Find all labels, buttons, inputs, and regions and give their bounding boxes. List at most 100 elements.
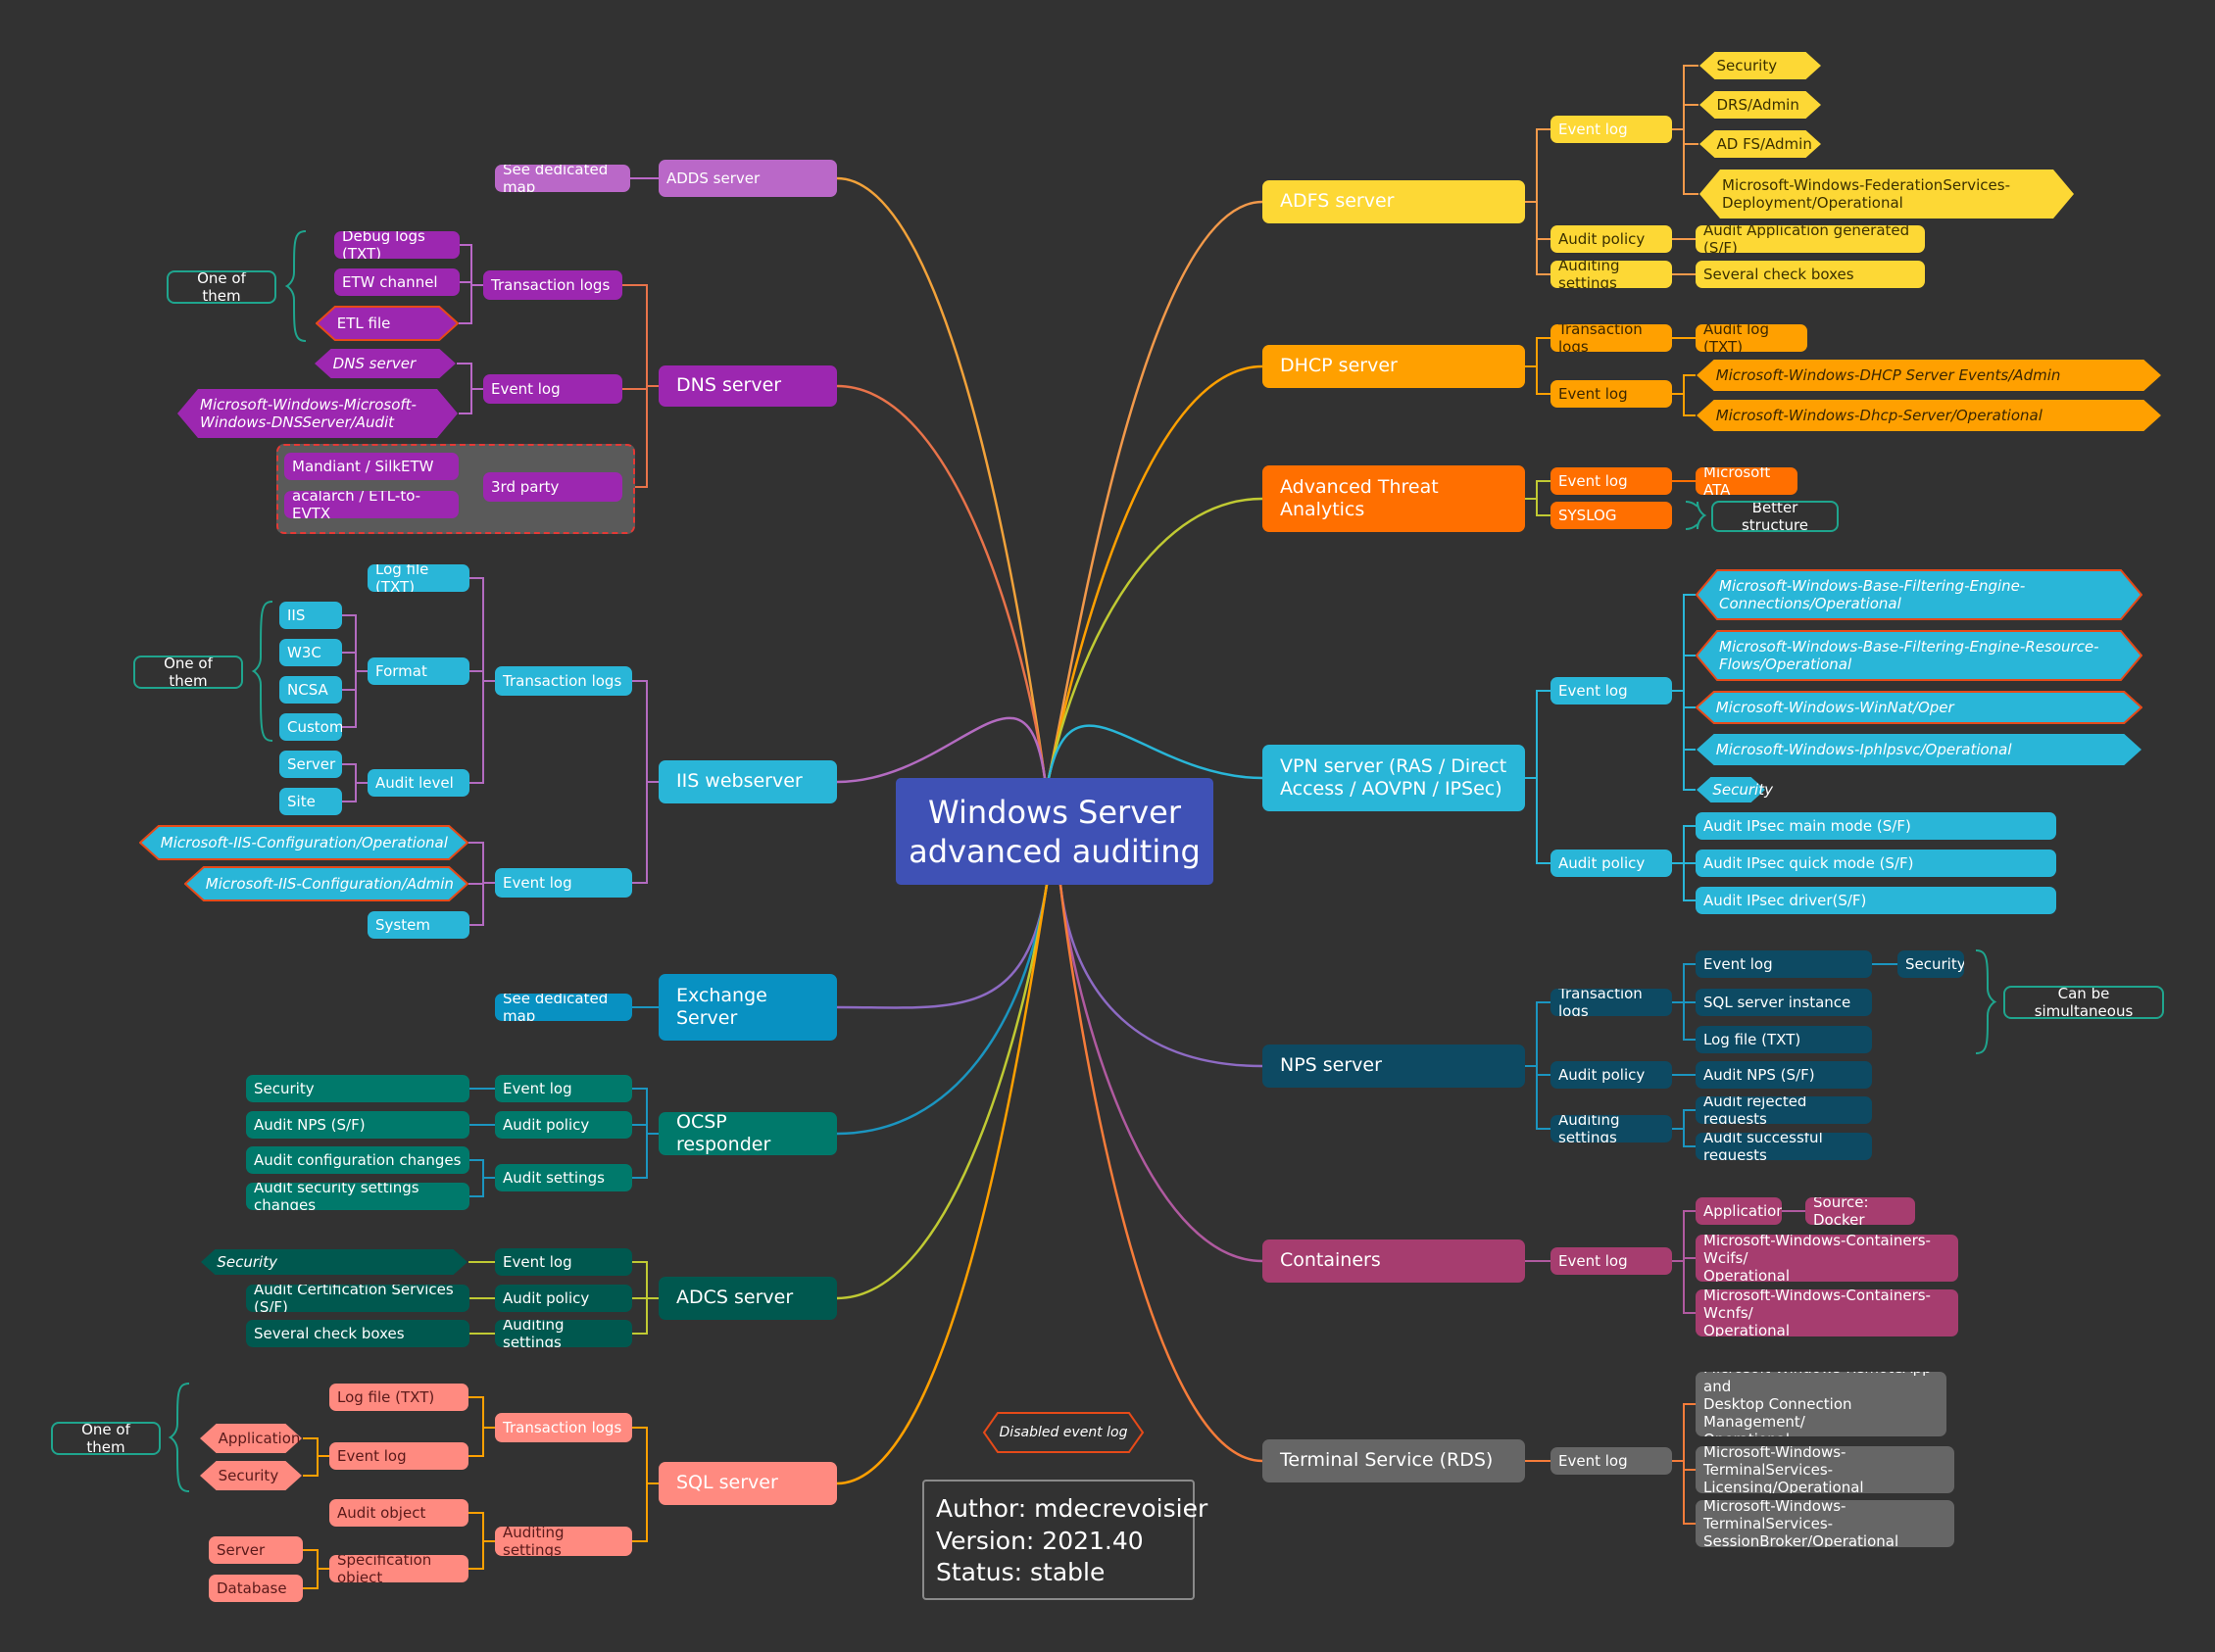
adcs-security[interactable]: Security [200, 1248, 468, 1276]
vpn-bfe-resource[interactable]: Microsoft-Windows-Base-Filtering-Engine-… [1696, 630, 2142, 681]
adfs-server[interactable]: ADFS server [1262, 180, 1525, 223]
nps-transaction-logs[interactable]: Transaction logs [1550, 989, 1672, 1016]
rds-licensing[interactable]: Microsoft-Windows-TerminalServices- Lice… [1696, 1446, 1954, 1493]
dns-one-of-them[interactable]: One of them [167, 270, 276, 304]
adds-server[interactable]: ADDS server [659, 160, 837, 197]
iis-admin[interactable]: Microsoft-IIS-Configuration/Admin [184, 866, 468, 901]
dns-etw-channel[interactable]: ETW channel [334, 268, 460, 296]
adfs-security[interactable]: Security [1698, 51, 1822, 80]
adcs-check-boxes[interactable]: Several check boxes [246, 1320, 469, 1347]
nps-server[interactable]: NPS server [1262, 1045, 1525, 1088]
dns-server[interactable]: DNS server [659, 365, 837, 407]
ata-microsoft-ata[interactable]: Microsoft ATA [1696, 467, 1797, 495]
adcs-audit-cert[interactable]: Audit Certification Services (S/F) [246, 1285, 469, 1312]
rds-server[interactable]: Terminal Service (RDS) [1262, 1439, 1525, 1482]
ocsp-audit-nps[interactable]: Audit NPS (S/F) [246, 1111, 469, 1139]
dhcp-transaction-logs[interactable]: Transaction logs [1550, 324, 1672, 352]
iis-webserver[interactable]: IIS webserver [659, 760, 837, 803]
ocsp-audit-settings[interactable]: Audit settings [495, 1164, 632, 1191]
containers-wcifs[interactable]: Microsoft-Windows-Containers-Wcifs/ Oper… [1696, 1235, 1958, 1282]
dhcp-event-log[interactable]: Event log [1550, 380, 1672, 408]
dns-debug-logs[interactable]: Debug logs (TXT) [334, 231, 460, 259]
dns-dns-server[interactable]: DNS server [314, 348, 457, 379]
adfs-federation[interactable]: Microsoft-Windows-FederationServices- De… [1698, 169, 2075, 219]
ocsp-config-changes[interactable]: Audit configuration changes [246, 1146, 469, 1174]
sql-server[interactable]: SQL server [659, 1462, 837, 1505]
iis-server[interactable]: Server [279, 751, 342, 778]
adcs-auditing-settings[interactable]: Auditing settings [495, 1320, 632, 1347]
adfs-drs-admin[interactable]: DRS/Admin [1698, 90, 1822, 120]
central-topic[interactable]: Windows Server advanced auditing [896, 778, 1213, 885]
iis-system[interactable]: System [368, 911, 469, 939]
vpn-ipsec-main[interactable]: Audit IPsec main mode (S/F) [1696, 812, 2056, 840]
vpn-ipsec-driver[interactable]: Audit IPsec driver(S/F) [1696, 887, 2056, 914]
dns-transaction-logs[interactable]: Transaction logs [483, 270, 622, 300]
ocsp-responder[interactable]: OCSP responder [659, 1112, 837, 1155]
rds-remoteapp[interactable]: Microsoft-Windows-RemoteApp and Desktop … [1696, 1372, 1946, 1436]
containers-event-log[interactable]: Event log [1550, 1247, 1672, 1275]
sql-spec-object[interactable]: Specification object [329, 1555, 468, 1582]
dns-etl-to-evtx[interactable]: acalarch / ETL-to-EVTX [284, 491, 459, 518]
sql-transaction-logs[interactable]: Transaction logs [495, 1413, 632, 1442]
sql-spec-database[interactable]: Database [209, 1575, 303, 1602]
sql-spec-server[interactable]: Server [209, 1536, 303, 1564]
sql-auditing-settings[interactable]: Auditing settings [495, 1527, 632, 1556]
sql-one-of-them[interactable]: One of them [51, 1422, 161, 1455]
ocsp-security[interactable]: Security [246, 1075, 469, 1102]
sql-application[interactable]: Application [199, 1423, 303, 1454]
exchange-dedicated-map[interactable]: See dedicated map [495, 994, 632, 1021]
vpn-audit-policy[interactable]: Audit policy [1550, 850, 1672, 877]
vpn-ipsec-quick[interactable]: Audit IPsec quick mode (S/F) [1696, 850, 2056, 877]
adfs-audit-app[interactable]: Audit Application generated (S/F) [1696, 225, 1925, 253]
containers-source-docker[interactable]: Source: Docker [1805, 1197, 1915, 1225]
iis-iis[interactable]: IIS [279, 602, 342, 629]
nps-auditing-settings[interactable]: Auditing settings [1550, 1115, 1672, 1142]
iis-ncsa[interactable]: NCSA [279, 676, 342, 704]
dns-event-log[interactable]: Event log [483, 374, 622, 404]
vpn-event-log[interactable]: Event log [1550, 677, 1672, 705]
ata-server[interactable]: Advanced Threat Analytics [1262, 465, 1525, 532]
vpn-iphlpsvc[interactable]: Microsoft-Windows-Iphlpsvc/Operational [1696, 733, 2142, 766]
containers[interactable]: Containers [1262, 1239, 1525, 1283]
ocsp-audit-policy[interactable]: Audit policy [495, 1111, 632, 1139]
adds-dedicated-map[interactable]: See dedicated map [495, 165, 630, 192]
dns-etl-file[interactable]: ETL file [316, 306, 459, 341]
iis-one-of-them[interactable]: One of them [133, 656, 243, 689]
sql-event-log[interactable]: Event log [329, 1442, 468, 1470]
nps-audit-policy[interactable]: Audit policy [1550, 1061, 1672, 1089]
sql-security[interactable]: Security [199, 1460, 303, 1491]
dhcp-audit-log[interactable]: Audit log (TXT) [1696, 324, 1807, 352]
vpn-security[interactable]: Security [1696, 776, 1773, 803]
dns-third-party[interactable]: 3rd party [483, 472, 622, 502]
sql-audit-object[interactable]: Audit object [329, 1499, 468, 1527]
iis-format[interactable]: Format [368, 657, 469, 685]
ata-event-log[interactable]: Event log [1550, 467, 1672, 495]
nps-audit-nps[interactable]: Audit NPS (S/F) [1696, 1061, 1872, 1089]
adfs-event-log[interactable]: Event log [1550, 116, 1672, 143]
exchange-server[interactable]: Exchange Server [659, 974, 837, 1041]
ata-better-structure[interactable]: Better structure [1711, 501, 1839, 532]
nps-successful[interactable]: Audit successful requests [1696, 1133, 1872, 1160]
iis-log-file[interactable]: Log file (TXT) [368, 564, 469, 592]
nps-event-log[interactable]: Event log [1696, 950, 1872, 978]
ocsp-security-changes[interactable]: Audit security settings changes [246, 1183, 469, 1210]
sql-log-file[interactable]: Log file (TXT) [329, 1384, 468, 1411]
nps-simultaneous[interactable]: Can be simultaneous [2003, 986, 2164, 1019]
adfs-check-boxes[interactable]: Several check boxes [1696, 261, 1925, 288]
adfs-audit-policy[interactable]: Audit policy [1550, 225, 1672, 253]
dhcp-events-admin[interactable]: Microsoft-Windows-DHCP Server Events/Adm… [1696, 359, 2162, 392]
iis-transaction-logs[interactable]: Transaction logs [495, 666, 632, 696]
ata-syslog[interactable]: SYSLOG [1550, 502, 1672, 529]
iis-w3c[interactable]: W3C [279, 639, 342, 666]
nps-log-file[interactable]: Log file (TXT) [1696, 1026, 1872, 1053]
vpn-server[interactable]: VPN server (RAS / Direct Access / AOVPN … [1262, 745, 1525, 811]
containers-wcnfs[interactable]: Microsoft-Windows-Containers-Wcnfs/ Oper… [1696, 1289, 1958, 1336]
adcs-server[interactable]: ADCS server [659, 1277, 837, 1320]
iis-custom[interactable]: Custom [279, 713, 342, 741]
adcs-audit-policy[interactable]: Audit policy [495, 1285, 632, 1312]
vpn-winnat[interactable]: Microsoft-Windows-WinNat/Oper [1696, 691, 2142, 724]
iis-audit-level[interactable]: Audit level [368, 769, 469, 797]
ocsp-event-log[interactable]: Event log [495, 1075, 632, 1102]
dns-silketw[interactable]: Mandiant / SilkETW [284, 453, 459, 480]
iis-event-log[interactable]: Event log [495, 868, 632, 898]
